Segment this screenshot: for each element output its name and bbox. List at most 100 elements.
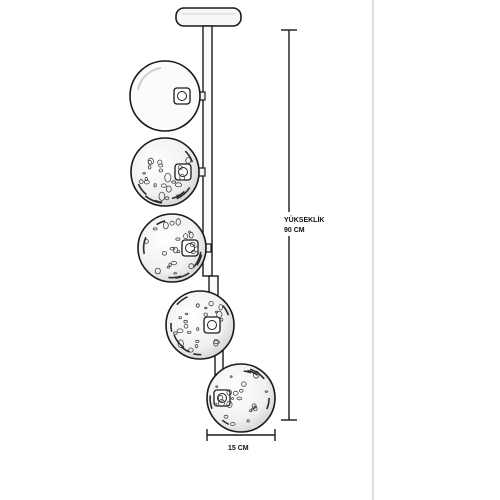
glass-texture-mark: [208, 300, 214, 307]
glass-edge-ripple: [176, 187, 191, 200]
glass-texture-mark: [138, 179, 144, 184]
glass-texture-mark: [143, 179, 150, 185]
bulb-socket: [181, 239, 199, 257]
glass-sphere: [206, 363, 276, 433]
glass-edge-ripple: [154, 199, 163, 204]
bulb: [177, 91, 187, 101]
glass-texture-mark: [183, 323, 189, 329]
glass-texture-mark: [154, 267, 161, 275]
glass-texture-mark: [188, 231, 194, 239]
glass-texture-mark: [219, 317, 224, 322]
glass-edge-ripple: [184, 150, 194, 163]
bulb-socket: [203, 316, 221, 334]
glass-texture-mark: [226, 400, 233, 408]
glass-texture-mark: [241, 381, 247, 387]
glass-texture-mark: [189, 241, 196, 247]
glass-texture-mark: [165, 185, 172, 193]
ceiling-canopy: [175, 7, 242, 27]
globe-3: [137, 213, 212, 283]
glass-texture-mark: [223, 414, 229, 419]
glass-texture-mark: [204, 306, 208, 310]
glass-texture-mark: [169, 246, 176, 251]
glass-edge-ripple: [193, 353, 202, 356]
glass-texture-mark: [215, 385, 219, 388]
glass-texture-mark: [231, 397, 234, 400]
glass-edge-ripple: [266, 397, 270, 410]
glass-edge-ripple: [209, 395, 213, 410]
glass-texture-mark: [174, 182, 182, 188]
glass-texture-mark: [164, 172, 172, 183]
glass-texture-mark: [161, 251, 167, 256]
glass-texture-mark: [194, 344, 199, 349]
glass-sphere: [130, 137, 200, 207]
glass-edge-ripple: [173, 334, 185, 349]
width-value: 15 CM: [228, 445, 249, 452]
glass-edge-ripple: [170, 322, 173, 332]
glass-texture-mark: [162, 221, 169, 230]
glass-texture-mark: [153, 183, 157, 188]
bulb: [207, 320, 217, 330]
glass-texture-mark: [214, 402, 218, 406]
glass-texture-mark: [236, 396, 243, 401]
glass-texture-mark: [176, 250, 181, 254]
glass-highlight: [137, 67, 162, 91]
glass-texture-mark: [230, 422, 236, 426]
glass-texture-mark: [160, 183, 167, 188]
glass-sphere: [129, 60, 201, 132]
glass-edge-ripple: [221, 419, 230, 426]
height-dimension: YÜKSEKLİK 90 CM: [281, 29, 332, 421]
glass-texture-mark: [186, 330, 192, 334]
glass-texture-mark: [193, 246, 199, 253]
glass-texture-mark: [173, 272, 178, 275]
glass-texture-mark: [203, 312, 208, 317]
glass-texture-mark: [147, 165, 152, 170]
glass-edge-ripple: [180, 346, 190, 353]
glass-edge-ripple: [168, 275, 182, 279]
globe-5: [206, 363, 276, 433]
bulb: [217, 393, 227, 403]
glass-texture-mark: [183, 319, 188, 324]
glass-edge-ripple: [176, 296, 188, 306]
glass-texture-mark: [172, 331, 178, 335]
glass-edge-ripple: [243, 370, 252, 374]
glass-texture-mark: [188, 347, 194, 353]
glass-texture-mark: [152, 227, 158, 231]
glass-sphere: [165, 290, 235, 360]
globes-group: [129, 60, 276, 433]
glass-texture-mark: [229, 375, 233, 378]
bulb-socket: [213, 389, 231, 407]
glass-texture-mark: [216, 310, 223, 319]
bulb-socket: [173, 87, 191, 105]
glass-texture-mark: [175, 218, 181, 226]
bulb-socket: [174, 163, 192, 181]
glass-edge-ripple: [222, 305, 230, 316]
glass-texture-mark: [183, 233, 189, 240]
glass-texture-mark: [188, 230, 192, 234]
glass-texture-mark: [190, 249, 196, 255]
glass-edge-ripple: [249, 368, 265, 380]
glass-edge-ripple: [156, 220, 166, 226]
main-stem: [202, 25, 224, 421]
glass-texture-mark: [166, 265, 170, 269]
height-label: YÜKSEKLİK: [284, 215, 324, 224]
globe-4: [165, 290, 235, 360]
width-dimension: 15 CM: [206, 429, 276, 452]
glass-texture-mark: [218, 304, 223, 311]
glass-texture-mark: [185, 312, 189, 316]
glass-edge-ripple: [137, 183, 147, 196]
height-value: 90 CM: [284, 227, 305, 234]
glass-texture-mark: [157, 159, 163, 165]
glass-texture-mark: [196, 327, 200, 331]
glass-texture-mark: [158, 191, 166, 201]
glass-texture-mark: [178, 316, 182, 320]
globe-1: [129, 60, 206, 132]
glass-texture-mark: [264, 390, 269, 393]
bulb: [178, 167, 188, 177]
glass-texture-mark: [232, 390, 239, 396]
glass-texture-mark: [177, 165, 183, 171]
glass-texture-mark: [253, 406, 258, 412]
glass-texture-mark: [147, 157, 154, 165]
glass-texture-mark: [158, 168, 163, 173]
glass-edge-ripple: [171, 190, 185, 200]
